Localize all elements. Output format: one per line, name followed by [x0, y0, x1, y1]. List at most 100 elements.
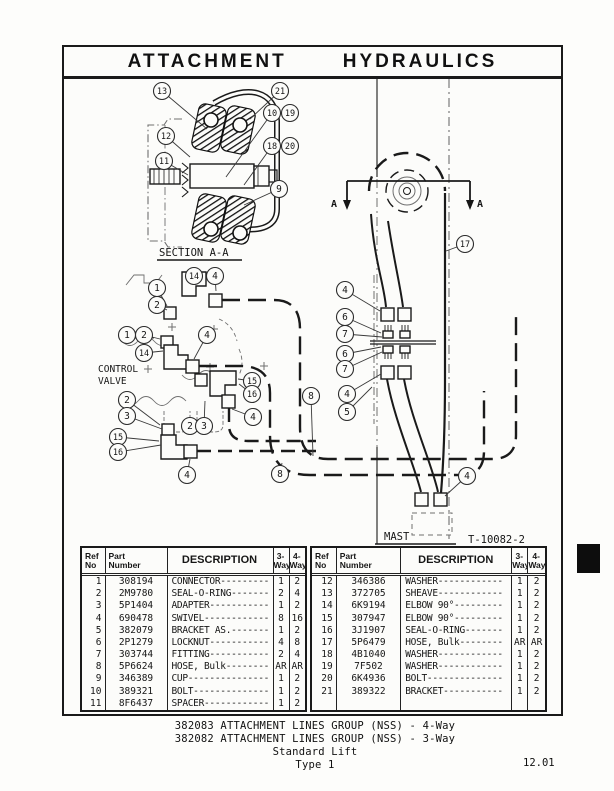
callout-7: 7 [335, 351, 383, 379]
header-4way: 4-Way [527, 548, 545, 576]
callout-4: 4 [337, 373, 382, 404]
svg-text:4: 4 [184, 470, 190, 481]
svg-text:14: 14 [189, 272, 199, 282]
fitting-bolts [370, 325, 436, 359]
table-cell: 19 [321, 661, 333, 673]
table-cell: 389322 [335, 685, 401, 698]
callout-10: 10 [225, 103, 282, 178]
caption-type: Type 1 [295, 759, 335, 771]
callout-16: 16 [108, 442, 162, 462]
table-cell: 2M9780 [104, 588, 167, 601]
callout-1: 1 [147, 278, 168, 307]
callout-2: 2 [147, 295, 168, 315]
svg-text:CONTROL: CONTROL [98, 364, 138, 375]
svg-text:16: 16 [113, 448, 123, 458]
table-cell [312, 698, 336, 710]
callout-4: 4 [231, 407, 263, 427]
table-cell: WASHER------------ [400, 649, 512, 662]
callout-14: 14 [134, 343, 164, 363]
table-cell: 6K4936 [335, 673, 401, 686]
svg-text:4: 4 [342, 285, 348, 296]
callout-20: 20 [280, 136, 300, 156]
svg-text:6: 6 [342, 312, 348, 323]
table-cell: WASHER------------ [400, 661, 512, 674]
svg-text:8: 8 [277, 469, 283, 480]
svg-text:15: 15 [113, 433, 123, 443]
page-title-left: ATTACHMENT [127, 50, 287, 72]
header-4way: 4-Way [288, 548, 305, 576]
callout-3: 3 [194, 400, 214, 436]
table-cell: 308194 [104, 574, 167, 589]
table-cell: 1 [272, 697, 289, 710]
callout-8: 8 [270, 462, 290, 484]
table-cell: 2 [95, 588, 102, 600]
table-cell: 1 [272, 673, 289, 686]
mast-sheave [367, 151, 447, 213]
svg-text:2: 2 [154, 300, 160, 311]
caption-group-4way: 382083 ATTACHMENT LINES GROUP (NSS) - 4-… [174, 720, 456, 732]
svg-text:4: 4 [204, 330, 210, 341]
table-filler-row [312, 697, 545, 710]
svg-text:MAST: MAST [384, 531, 410, 543]
table-cell: 10 [90, 685, 102, 697]
table-cell: BRACKET----------- [400, 685, 512, 698]
table-cell: 5P6479 [335, 636, 401, 650]
table-cell: WASHER------------ [400, 574, 512, 589]
caption-lift: Standard Lift [272, 746, 358, 758]
table-cell: ELBOW 90°--------- [400, 612, 512, 625]
svg-text:A: A [477, 199, 483, 210]
svg-text:4: 4 [464, 471, 470, 482]
table-cell: 1 [511, 649, 528, 662]
table-cell: AR [527, 636, 545, 650]
callout-6: 6 [335, 344, 382, 364]
table-cell: 1 [511, 574, 528, 589]
table-cell: 2 [527, 600, 545, 613]
table-cell: 8 [288, 636, 305, 650]
table-cell: 1 [95, 576, 102, 588]
table-cell: 9 [95, 673, 102, 685]
table-cell: 2 [527, 649, 545, 662]
table-cell: 2 [288, 685, 305, 698]
section-aa-detail: SECTION A-A [147, 89, 280, 261]
table-cell: 15 [321, 612, 333, 624]
table-cell: SWIVEL------------ [166, 612, 273, 625]
table-cell: 2 [288, 673, 305, 686]
svg-text:1: 1 [154, 283, 160, 294]
svg-text:3: 3 [201, 421, 207, 432]
table-cell: 4 [288, 649, 305, 662]
callout-4: 4 [177, 458, 197, 485]
header-description: DESCRIPTION [400, 548, 512, 576]
table-cell: 2 [288, 574, 305, 589]
callout-7: 7 [335, 324, 383, 344]
svg-text:15: 15 [247, 377, 257, 387]
callout-21: 21 [249, 81, 290, 120]
callout-16: 16 [238, 383, 262, 404]
svg-text:18: 18 [267, 142, 277, 152]
table-cell: 1 [272, 624, 289, 637]
section-line-a-a: A A [331, 180, 483, 210]
table-cell: 8 [272, 612, 289, 625]
table-cell: 17 [321, 636, 333, 648]
table-cell: 307947 [335, 612, 401, 625]
svg-text:VALVE: VALVE [98, 376, 127, 387]
table-cell: 2 [527, 574, 545, 589]
callout-15: 15 [237, 371, 262, 391]
table-cell: 2P1279 [104, 636, 167, 650]
table-cell: HOSE, Bulk-------- [166, 661, 273, 674]
table-cell: 5 [95, 624, 102, 636]
table-cell [527, 697, 545, 710]
table-cell: SPACER------------ [166, 697, 273, 710]
table-cell: 12 [321, 576, 333, 588]
